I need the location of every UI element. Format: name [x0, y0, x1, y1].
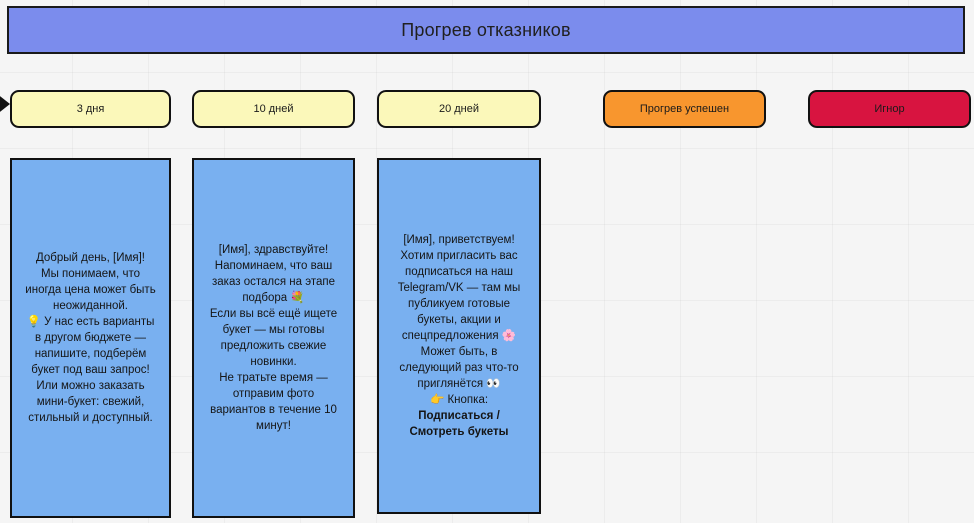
- header-banner: Прогрев отказников: [7, 6, 965, 54]
- stage-chip-label: Игнор: [874, 103, 905, 115]
- message-card-text-composite: [Имя], приветствуем! Хотим пригласить ва…: [389, 232, 529, 440]
- message-card-3-days[interactable]: Добрый день, [Имя]! Мы понимаем, что ино…: [10, 158, 171, 518]
- message-card-10-days[interactable]: [Имя], здравствуйте! Напоминаем, что ваш…: [192, 158, 355, 518]
- message-card-text-bold: Подписаться / Смотреть букеты: [409, 410, 509, 438]
- stage-chip-ignore[interactable]: Игнор: [808, 90, 971, 128]
- stage-chip-label: 3 дня: [76, 103, 105, 115]
- entry-arrow-icon: [0, 93, 10, 115]
- stage-chip-label: Прогрев успешен: [639, 103, 730, 115]
- page-title: Прогрев отказников: [401, 19, 571, 40]
- stage-chip-label: 10 дней: [253, 103, 294, 115]
- message-card-text-plain: [Имя], приветствуем! Хотим пригласить ва…: [397, 234, 521, 406]
- stage-chip-3-days[interactable]: 3 дня: [10, 90, 171, 128]
- message-card-20-days[interactable]: [Имя], приветствуем! Хотим пригласить ва…: [377, 158, 541, 514]
- message-card-text: Добрый день, [Имя]! Мы понимаем, что ино…: [25, 252, 156, 424]
- stage-chip-success[interactable]: Прогрев успешен: [603, 90, 766, 128]
- message-card-text: [Имя], здравствуйте! Напоминаем, что ваш…: [209, 244, 338, 432]
- stage-chip-10-days[interactable]: 10 дней: [192, 90, 355, 128]
- stage-chip-20-days[interactable]: 20 дней: [377, 90, 541, 128]
- stage-chip-label: 20 дней: [438, 103, 480, 115]
